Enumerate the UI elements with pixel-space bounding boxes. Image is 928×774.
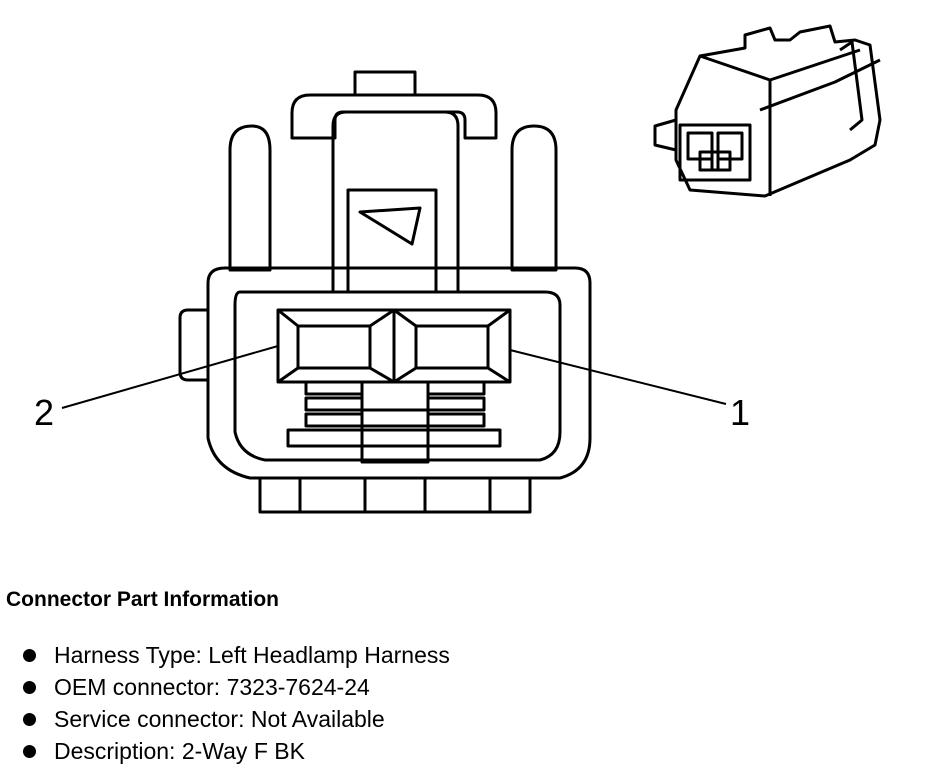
bottom-base bbox=[258, 476, 532, 514]
pin-1-label: 1 bbox=[730, 392, 750, 433]
connector-face-view bbox=[178, 70, 592, 514]
list-item: Harness Type: Left Headlamp Harness bbox=[6, 639, 450, 671]
list-item: Service connector: Not Available bbox=[6, 703, 450, 735]
info-list: Harness Type: Left Headlamp Harness OEM … bbox=[6, 639, 450, 767]
cavity-pin-2 bbox=[276, 308, 396, 384]
list-item: Description: 2-Way F BK bbox=[6, 735, 450, 767]
terminal-ribs bbox=[286, 380, 502, 464]
info-title: Connector Part Information bbox=[6, 588, 280, 611]
top-latch bbox=[290, 70, 498, 140]
pin-2-leader-line bbox=[61, 345, 279, 409]
right-guide-post bbox=[510, 124, 558, 272]
bullet-icon bbox=[23, 681, 36, 694]
center-tower bbox=[331, 110, 460, 294]
cavity-pin-1 bbox=[392, 308, 512, 384]
iso-body-outline bbox=[674, 24, 882, 198]
pin-2-label: 2 bbox=[34, 392, 54, 433]
side-tab bbox=[178, 308, 208, 382]
pin-1-indicator-triangle bbox=[358, 206, 422, 246]
key-window bbox=[346, 188, 438, 294]
iso-front-face bbox=[678, 123, 752, 182]
bullet-icon bbox=[23, 649, 36, 662]
oem-connector: OEM connector: 7323-7624-24 bbox=[54, 674, 370, 700]
pin-1-leader-line bbox=[509, 349, 727, 405]
service-connector: Service connector: Not Available bbox=[54, 706, 385, 732]
list-item: OEM connector: 7323-7624-24 bbox=[6, 671, 450, 703]
bullet-icon bbox=[23, 745, 36, 758]
description: Description: 2-Way F BK bbox=[54, 738, 305, 764]
connector-isometric-view bbox=[653, 24, 882, 198]
bullet-icon bbox=[23, 713, 36, 726]
connector-diagram: 2 1 bbox=[34, 24, 882, 514]
left-guide-post bbox=[228, 124, 272, 272]
harness-type: Harness Type: Left Headlamp Harness bbox=[54, 642, 450, 668]
inner-housing bbox=[233, 290, 562, 462]
connector-part-information: Connector Part Information Harness Type:… bbox=[6, 586, 906, 764]
